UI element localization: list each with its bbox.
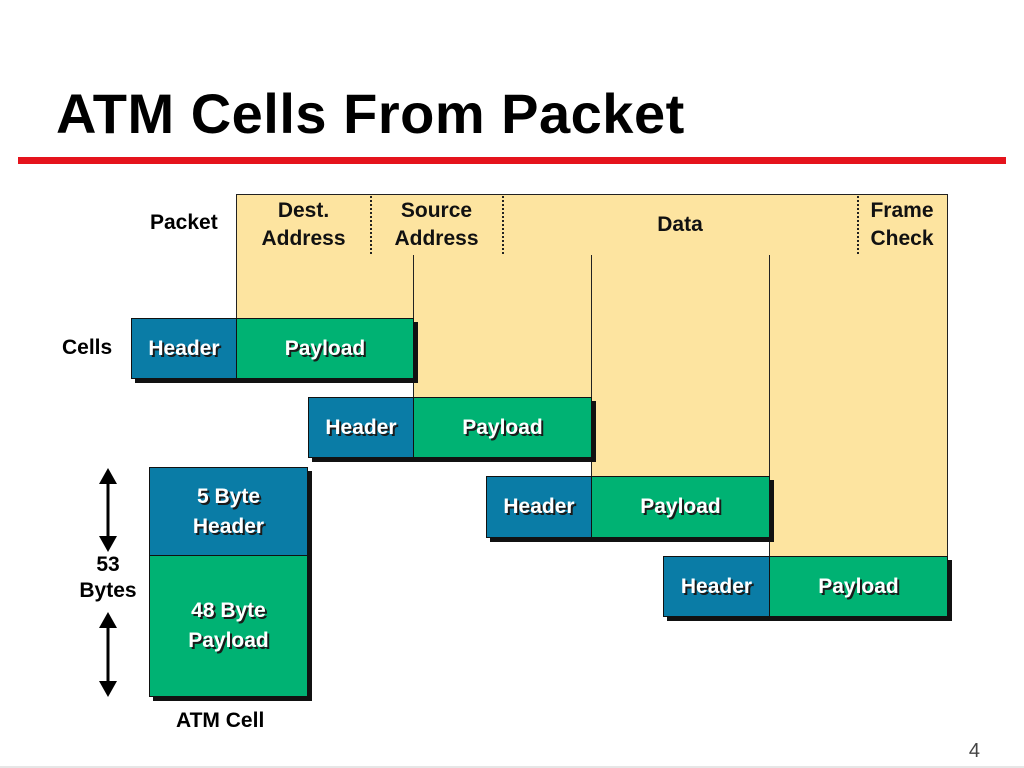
cell-payload-label: Payload	[462, 415, 543, 439]
cell-header-label: Header	[680, 574, 753, 598]
bottom-rule	[0, 766, 1024, 768]
atm-cell-payload: 48 Byte Payload	[149, 555, 308, 697]
field-divider	[857, 196, 859, 254]
cell-header: Header	[308, 397, 414, 458]
cell-header-label: Header	[148, 336, 220, 360]
cell-payload: Payload	[236, 318, 414, 379]
cells-label: Cells	[62, 336, 113, 359]
cell-payload-label: Payload	[818, 574, 899, 598]
cell-payload-label: Payload	[640, 495, 721, 518]
title-rule	[18, 157, 1006, 164]
packet-segment-2	[413, 255, 592, 398]
packet-segment-1	[236, 255, 414, 319]
cell-header-label: Header	[503, 495, 575, 518]
atm-cell-header: 5 Byte Header	[149, 467, 308, 556]
packet-field-source-address: Source Address	[371, 195, 502, 255]
atm-header-label: 5 Byte Header	[192, 484, 265, 538]
packet-strip: Dest. Address Source Address Data Frame …	[236, 194, 948, 256]
packet-label: Packet	[150, 211, 218, 234]
field-divider	[502, 196, 504, 254]
cell-header: Header	[131, 318, 237, 379]
packet-field-frame-check: Frame Check	[857, 195, 947, 255]
packet-segment-4	[769, 255, 948, 557]
page-number: 4	[968, 740, 980, 762]
size-dimension-arrow-icon	[99, 468, 117, 697]
cell-payload-label: Payload	[284, 336, 366, 360]
packet-field-data: Data	[503, 195, 857, 255]
packet-field-label: Source Address	[394, 199, 479, 250]
packet-field-dest-address: Dest. Address	[237, 195, 370, 255]
cell-header: Header	[663, 556, 770, 617]
atm-payload-label: 48 Byte Payload	[188, 599, 269, 652]
packet-field-label: Dest. Address	[261, 199, 346, 250]
slide-title: ATM Cells From Packet	[56, 82, 685, 145]
cell-payload: Payload	[413, 397, 592, 458]
cell-header: Header	[486, 476, 592, 538]
total-bytes-label: 53 Bytes	[79, 553, 137, 602]
packet-segment-3	[591, 255, 770, 477]
packet-field-label: Frame Check	[870, 199, 934, 250]
cell-payload: Payload	[591, 476, 770, 538]
atm-cell-caption: ATM Cell	[176, 709, 265, 732]
packet-field-label: Data	[657, 213, 703, 236]
cell-header-label: Header	[325, 415, 397, 439]
cell-payload: Payload	[769, 556, 948, 617]
field-divider	[370, 196, 372, 254]
